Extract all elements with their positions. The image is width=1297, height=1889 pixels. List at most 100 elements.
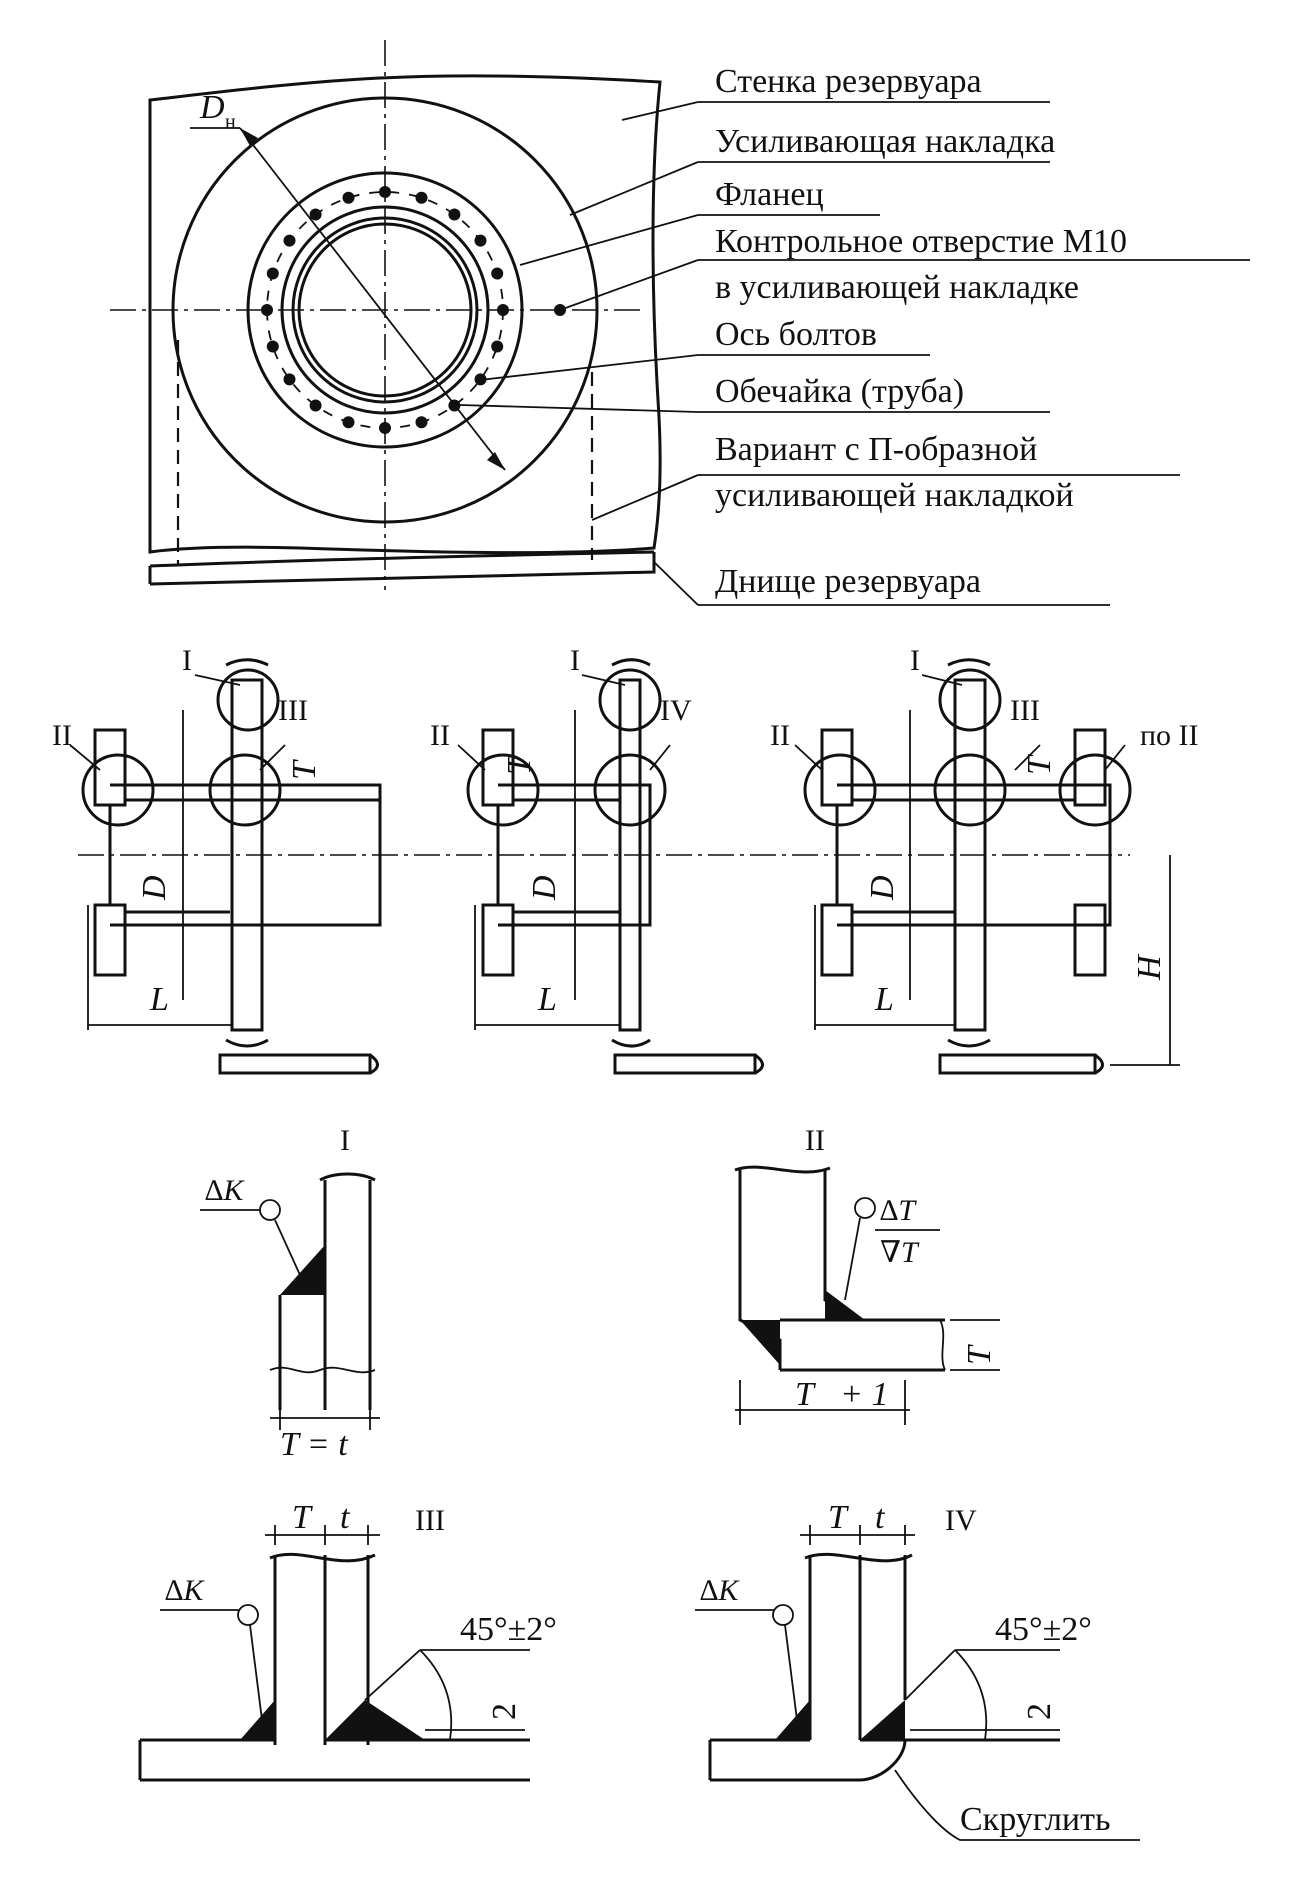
detail-II-weld-bottom bbox=[740, 1320, 780, 1365]
label-test-hole-2: в усиливающей накладке bbox=[715, 269, 1079, 306]
bolt-hole bbox=[448, 208, 461, 221]
detail-II-weld-top-label: ∆T bbox=[880, 1194, 917, 1227]
flange-inner-circle bbox=[280, 205, 490, 415]
detail-IV-weld-left bbox=[775, 1700, 810, 1740]
bolt-hole bbox=[491, 340, 504, 353]
dim-dn-1: D bbox=[136, 875, 173, 901]
section-3 bbox=[803, 658, 1180, 1075]
bolt-hole bbox=[497, 304, 509, 316]
section-views: I II III I II IV I II III по II T D L T … bbox=[52, 644, 1199, 1075]
bolt-hole bbox=[415, 416, 428, 429]
dim-to-2: T bbox=[501, 754, 538, 775]
detail-II-title: II bbox=[805, 1124, 825, 1157]
detail-II-dim-bottom-suffix: + 1 bbox=[840, 1376, 888, 1413]
dn-label: D bbox=[199, 89, 225, 126]
bolt-hole bbox=[342, 416, 355, 429]
detail-II-dim-side: T bbox=[961, 1344, 998, 1365]
detail-I-weld bbox=[280, 1245, 325, 1295]
detail-III-T: T bbox=[292, 1499, 313, 1536]
dn-dimension-line bbox=[239, 127, 506, 471]
callout-I-3: I bbox=[910, 644, 920, 677]
dim-dn-2: D bbox=[526, 875, 563, 901]
detail-III: III T t 45°±2° 2 ∆K bbox=[138, 1499, 557, 1782]
callout-II-2: II bbox=[430, 719, 450, 752]
plan-view: D н Стенка резервуара Усиливающая наклад… bbox=[110, 40, 1250, 606]
reinforcing-plate-circle bbox=[171, 96, 599, 524]
dim-dn-3: D bbox=[864, 875, 901, 901]
detail-III-t: t bbox=[340, 1499, 351, 1536]
detail-II-weld-bottom-label: ∇T bbox=[880, 1236, 920, 1269]
bolt-hole bbox=[309, 208, 322, 221]
detail-IV-T: T bbox=[828, 1499, 849, 1536]
detail-I: I T = t ∆K bbox=[200, 1124, 380, 1463]
detail-IV-gap: 2 bbox=[1021, 1703, 1058, 1720]
label-tank-bottom: Днище резервуара bbox=[715, 563, 981, 600]
label-bolt-axis: Ось болтов bbox=[715, 316, 877, 353]
bolt-hole bbox=[283, 373, 296, 386]
label-shell-pipe: Обечайка (труба) bbox=[715, 373, 964, 410]
callout-leaders bbox=[69, 674, 1126, 771]
bolt-hole bbox=[342, 191, 355, 204]
dim-to-3: T bbox=[1021, 754, 1058, 775]
section-2 bbox=[466, 658, 764, 1075]
bolt-hole bbox=[379, 422, 391, 434]
bolt-hole bbox=[474, 234, 487, 247]
detail-III-title: III bbox=[415, 1504, 445, 1537]
callout-I-2: I bbox=[570, 644, 580, 677]
detail-III-weld-left bbox=[240, 1700, 275, 1740]
label-u-variant-2: усиливающей накладкой bbox=[715, 477, 1074, 514]
bolt-hole bbox=[266, 340, 279, 353]
callout-IV-2: IV bbox=[660, 694, 692, 727]
dn-arrow-bottom bbox=[487, 452, 505, 470]
bolt-hole bbox=[491, 267, 504, 280]
label-u-variant: Вариант с П-образной bbox=[715, 431, 1037, 468]
label-test-hole: Контрольное отверстие М10 bbox=[715, 223, 1127, 260]
callout-II-3: II bbox=[770, 719, 790, 752]
detail-IV-note: Скруглить bbox=[960, 1801, 1111, 1838]
dim-l-1: L bbox=[149, 981, 169, 1018]
detail-IV-weld-symbol: ∆K bbox=[700, 1574, 740, 1607]
plan-leaders bbox=[459, 101, 1250, 606]
dn-sub: н bbox=[225, 111, 236, 133]
bolt-hole bbox=[379, 186, 391, 198]
bolt-hole bbox=[266, 267, 279, 280]
dim-l-2: L bbox=[537, 981, 557, 1018]
detail-IV-title: IV bbox=[945, 1504, 977, 1537]
callout-II-1: II bbox=[52, 719, 72, 752]
callout-III-1: III bbox=[278, 694, 308, 727]
detail-I-title: I bbox=[340, 1124, 350, 1157]
pipe-outer-circle bbox=[291, 216, 479, 404]
detail-IV: IV T t 45°±2° 2 ∆K Скруглить bbox=[695, 1499, 1140, 1841]
detail-IV-angle: 45°±2° bbox=[995, 1611, 1092, 1648]
detail-III-weld-symbol: ∆K bbox=[165, 1574, 205, 1607]
label-tank-wall: Стенка резервуара bbox=[715, 63, 982, 100]
bolt-hole bbox=[261, 304, 273, 316]
detail-IV-weld-right bbox=[860, 1700, 905, 1740]
label-reinforcing-plate: Усиливающая накладка bbox=[715, 123, 1055, 160]
detail-II-dim-bottom: T bbox=[795, 1376, 816, 1413]
detail-II: II T T + 1 ∆T ∇T bbox=[734, 1124, 1000, 1425]
bolt-holes bbox=[261, 186, 509, 434]
label-flange: Фланец bbox=[715, 176, 824, 213]
flange-outer-circle bbox=[246, 171, 524, 449]
bolt-hole bbox=[283, 234, 296, 247]
tank-wall-outline bbox=[148, 74, 662, 555]
detail-III-gap: 2 bbox=[486, 1703, 523, 1720]
callout-III-3: III bbox=[1010, 694, 1040, 727]
pipe-inner-circle bbox=[297, 222, 473, 398]
detail-III-angle: 45°±2° bbox=[460, 1611, 557, 1648]
detail-II-weld-top bbox=[825, 1290, 865, 1320]
callout-po-II-3: по II bbox=[1140, 719, 1199, 752]
dim-l-3: L bbox=[874, 981, 894, 1018]
bolt-hole bbox=[415, 191, 428, 204]
dn-arrow-top bbox=[240, 128, 258, 146]
section-1 bbox=[81, 658, 382, 1075]
callout-I-1: I bbox=[182, 644, 192, 677]
detail-IV-t: t bbox=[875, 1499, 886, 1536]
detail-I-dim: T = t bbox=[280, 1426, 349, 1463]
tank-bottom-plate bbox=[148, 550, 656, 586]
dim-to-1: T bbox=[286, 759, 323, 780]
detail-I-weld-symbol: ∆K bbox=[205, 1174, 245, 1207]
bolt-hole bbox=[309, 399, 322, 412]
